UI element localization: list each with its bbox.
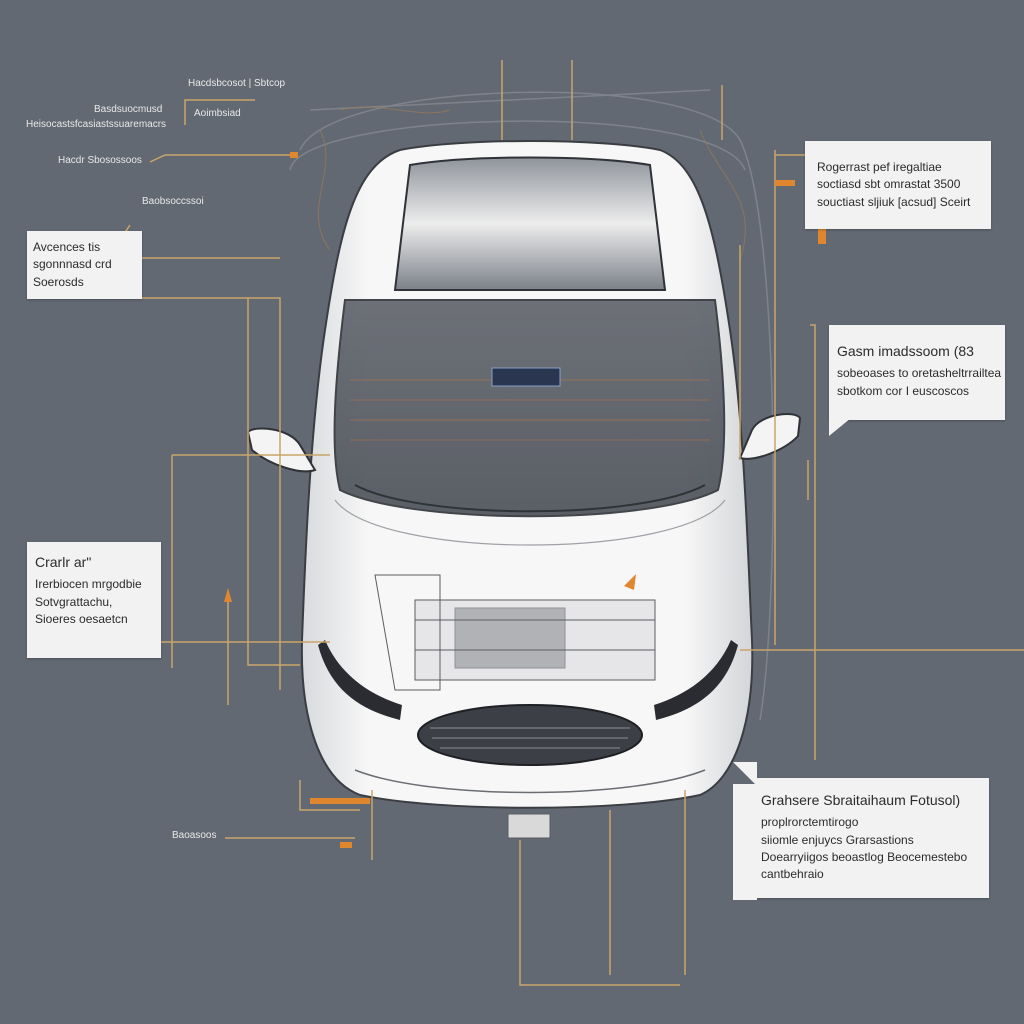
callout-line: souctiast sljiuk [acsud] Sceirt [817, 194, 971, 209]
callout-top-right: Rogerrast pef iregaltiae soctiasd sbt om… [805, 141, 991, 230]
label-top-5: Hacdr Sbosossoos [58, 155, 142, 166]
callout-line: siiomle enjuycs Grarsastions [761, 832, 914, 847]
callout-left-upper: Avcences tis sgonnnasd crd Soerosds [27, 231, 142, 300]
headlight-left [318, 640, 402, 720]
car-body [246, 140, 802, 839]
front-grille [417, 704, 643, 766]
callout-tail [829, 418, 851, 436]
callout-tail [733, 762, 757, 786]
callout-line: sobeoases to oretasheltrrailtea [837, 366, 1002, 381]
callout-line: Doearryiigos beoastlog Beocemestebo [761, 850, 968, 865]
leader-lines [90, 60, 1024, 986]
callout-line: sgonnnasd crd [33, 257, 112, 272]
side-mirror-left [246, 427, 317, 473]
callout-line: proplrorctemtirogo [761, 815, 859, 830]
license-plate [507, 813, 551, 839]
accent-markers [224, 152, 826, 848]
label-top-2: Basdsuocmusd [94, 104, 163, 115]
rear-window [393, 156, 667, 291]
callout-line: Avcences tis [33, 240, 101, 254]
label-top-3: Heisocastsfcasiastssuaremacrs [26, 119, 167, 130]
callout-right-middle: Gasm imadssoom (83 sobeoases to oretashe… [829, 325, 1005, 421]
ghost-rear-outline [289, 89, 774, 721]
callout-line: cantbehraio [761, 867, 824, 882]
callout-line: Irerbiocen mrgodbie [35, 577, 142, 592]
callout-line: Rogerrast pef iregaltiae [817, 160, 942, 174]
callout-title: Crarlr ar" [35, 554, 92, 570]
callout-title: Gasm imadssoom (83 [837, 343, 974, 359]
label-top-1: Hacdsbcosot | Sbtcop [188, 78, 286, 89]
callout-left-lower: Crarlr ar" Irerbiocen mrgodbie Sotvgratt… [27, 542, 161, 659]
cabin-interior [333, 299, 726, 518]
engine-block [374, 574, 656, 691]
label-top-4: Aoimbsiad [194, 108, 241, 119]
callout-line: Sioeres oesaetcn [35, 612, 128, 627]
callout-bottom-right: Grahsere Sbraitaihaum Fotusol) proplrorc… [755, 778, 989, 898]
wiring-harness [317, 106, 746, 261]
callout-line: soctiasd sbt omrastat 3500 [817, 177, 961, 192]
headlight-right [654, 640, 738, 720]
label-bottom-left: Baoasoos [172, 830, 217, 841]
side-mirror-right [738, 413, 802, 460]
dash-display [491, 367, 561, 387]
callout-line: sbotkom cor I euscoscos [837, 383, 970, 398]
callout-title: Grahsere Sbraitaihaum Fotusol) [761, 792, 961, 808]
label-top-6: Baobsoccssoi [142, 196, 204, 207]
callout-line: Sotvgrattachu, [35, 594, 113, 609]
callout-tail-body [733, 784, 757, 900]
callout-line: Soerosds [33, 274, 84, 289]
